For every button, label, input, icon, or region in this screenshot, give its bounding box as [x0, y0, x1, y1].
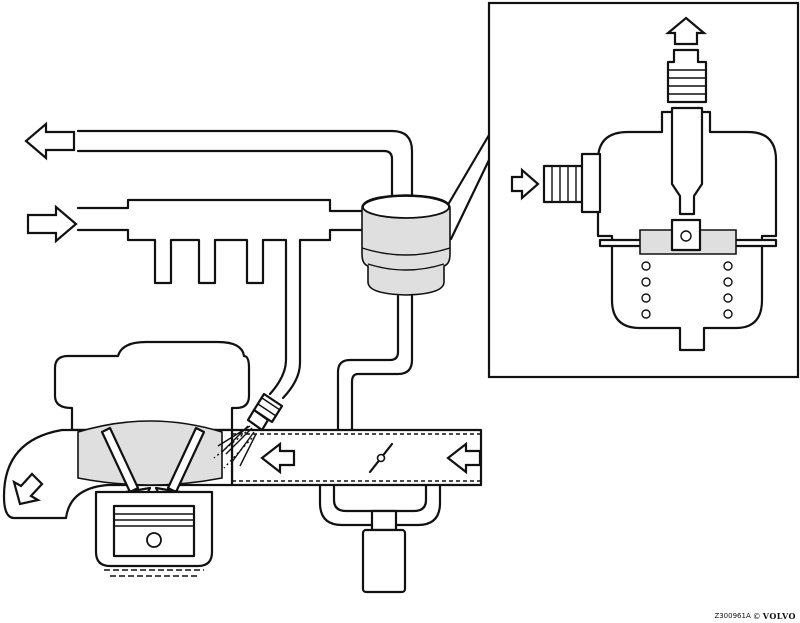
flow-arrow-inlet-icon [446, 441, 482, 475]
throttle-valve [368, 442, 394, 474]
callout-line-lower [449, 158, 491, 241]
flow-arrow-icon [260, 441, 296, 475]
idle-air-valve [361, 509, 407, 594]
fuel-rail [76, 198, 366, 400]
exhaust-arrow-icon [12, 472, 44, 506]
fuel-injector [246, 392, 284, 432]
fuel-spray [213, 425, 257, 469]
regulator-top [362, 195, 450, 219]
callout-line-upper [447, 133, 491, 205]
return-line [76, 129, 414, 198]
brand-logo: VOLVO [762, 611, 796, 621]
crankcase-lines [104, 569, 204, 577]
regulator-cross-section [510, 16, 778, 352]
outlet-arrow-icon [664, 16, 708, 46]
figure-caption: Z300961A © VOLVO [700, 610, 796, 622]
regulator-canister [361, 194, 451, 296]
vacuum-line [336, 294, 414, 432]
return-arrow-icon [24, 121, 76, 161]
supply-arrow-icon [26, 204, 78, 244]
copyright-symbol: © [752, 611, 761, 621]
piston [112, 504, 196, 558]
cylinder-head [53, 340, 251, 432]
regulator-band [361, 247, 451, 271]
reference-code: Z300961A [714, 612, 751, 620]
inlet-arrow-icon [510, 167, 540, 201]
